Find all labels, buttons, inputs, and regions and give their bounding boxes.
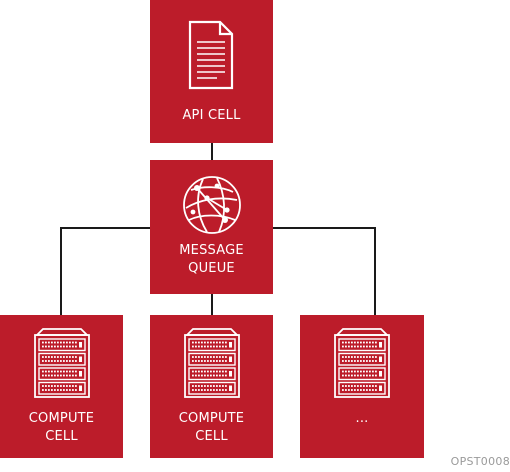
message-queue-label-line1: MESSAGE bbox=[179, 243, 244, 258]
more-cells-node: ... bbox=[300, 315, 424, 458]
server-rack-icon bbox=[184, 328, 240, 398]
server-rack-icon bbox=[34, 328, 90, 398]
compute-cell-node: COMPUTE CELL bbox=[150, 315, 273, 458]
api-cell-node: API CELL bbox=[150, 0, 273, 143]
connector-api-to-queue bbox=[211, 143, 213, 160]
compute-cell-label-line2: CELL bbox=[45, 429, 78, 444]
message-queue-node: MESSAGE QUEUE bbox=[150, 160, 273, 294]
more-cells-label: ... bbox=[355, 411, 369, 426]
server-rack-icon bbox=[334, 328, 390, 398]
compute-cell-node: COMPUTE CELL bbox=[0, 315, 123, 458]
connector-queue-to-compute-2 bbox=[211, 294, 213, 315]
connector-queue-left-horizontal bbox=[60, 227, 150, 229]
compute-cell-label-line2: CELL bbox=[195, 429, 228, 444]
watermark: OPST0008 bbox=[450, 455, 510, 468]
connector-queue-right-horizontal bbox=[273, 227, 376, 229]
message-queue-label-line2: QUEUE bbox=[188, 261, 235, 276]
compute-cell-label-line1: COMPUTE bbox=[178, 411, 245, 426]
api-cell-label: API CELL bbox=[182, 108, 241, 123]
network-globe-icon bbox=[183, 176, 241, 234]
connector-queue-right-vertical bbox=[374, 227, 376, 315]
connector-queue-left-vertical bbox=[60, 227, 62, 315]
compute-cell-label-line1: COMPUTE bbox=[28, 411, 95, 426]
document-icon bbox=[188, 20, 234, 90]
